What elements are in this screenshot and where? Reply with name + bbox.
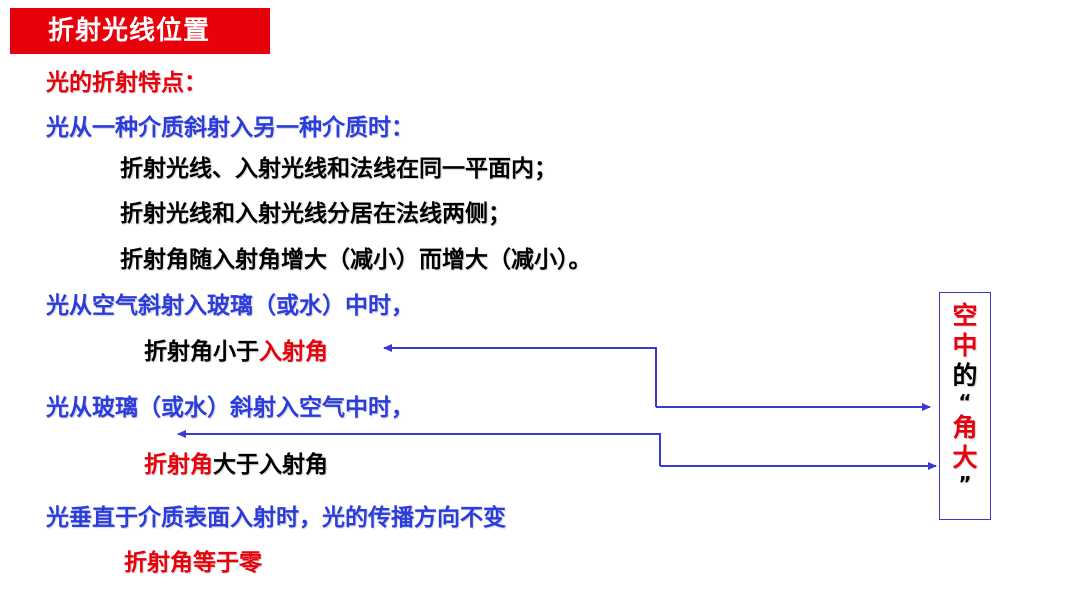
rule-3: 折射角随入射角增大（减小）而增大（减小）。	[120, 247, 592, 273]
heading: 光的折射特点：	[46, 70, 207, 96]
side-char-4: 角	[952, 413, 978, 442]
side-open-quote: “	[958, 390, 972, 414]
case-glass-to-air-intro: 光从玻璃（或水）斜射入空气中时，	[46, 395, 414, 421]
side-note-text: 空 中 的 “ 角 大 ”	[940, 301, 990, 495]
rule-2: 折射光线和入射光线分居在法线两侧；	[120, 201, 511, 227]
rule-1: 折射光线、入射光线和法线在同一平面内；	[120, 156, 557, 182]
result-highlight-incidence: 入射角	[259, 339, 328, 365]
result-prefix: 折射角小于	[144, 339, 259, 365]
side-note-box: 空 中 的 “ 角 大 ”	[939, 292, 991, 520]
slide-title: 折射光线位置	[10, 8, 270, 54]
side-close-quote: ”	[958, 472, 972, 496]
side-char-2: 中	[952, 331, 978, 360]
case-air-to-glass-result: 折射角小于入射角	[144, 337, 328, 367]
side-char-1: 空	[952, 301, 978, 330]
case-air-to-glass-intro: 光从空气斜射入玻璃（或水）中时，	[46, 293, 414, 319]
case-perpendicular-result: 折射角等于零	[124, 550, 262, 576]
case-glass-to-air-result: 折射角大于入射角	[144, 450, 328, 480]
side-char-5: 大	[952, 443, 978, 472]
result-highlight-refraction: 折射角	[144, 452, 213, 478]
case-perpendicular-intro: 光垂直于介质表面入射时，光的传播方向不变	[46, 505, 506, 531]
side-char-3: 的	[952, 361, 978, 390]
arrow-to-incidence	[383, 344, 657, 407]
rules-intro: 光从一种介质斜射入另一种介质时：	[46, 115, 414, 141]
result-suffix: 大于入射角	[213, 452, 328, 478]
